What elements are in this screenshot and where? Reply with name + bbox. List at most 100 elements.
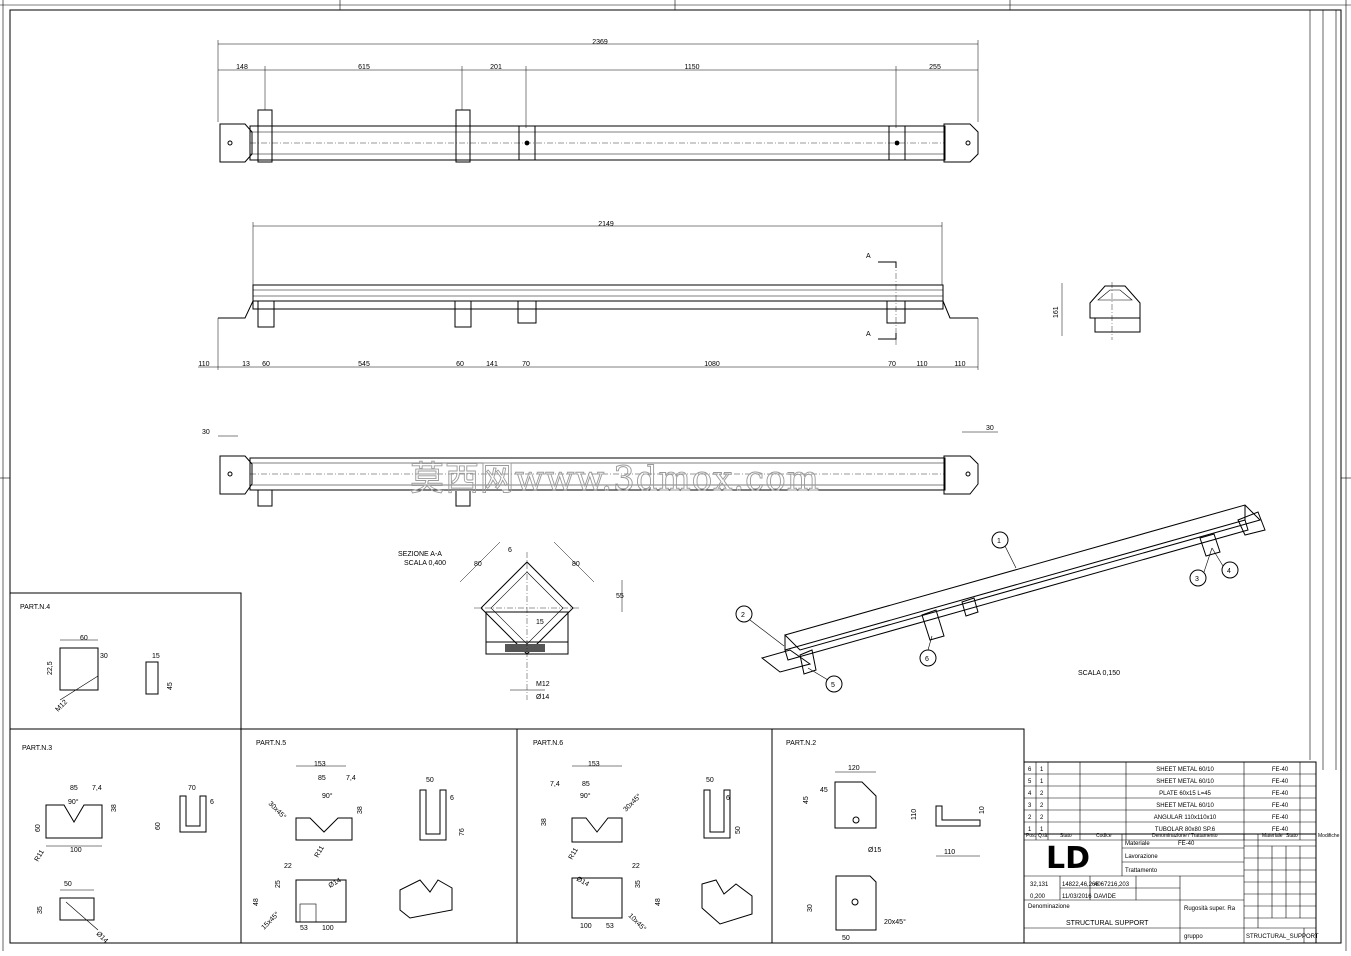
balloon-6: 6 [925, 656, 929, 663]
section-dim-7: Ø14 [536, 694, 549, 701]
front-dim-1: 110 [198, 361, 209, 368]
end-view-height: 161 [1053, 306, 1060, 318]
bom-qty: 1 [1040, 827, 1044, 833]
bom-desc: TUBOLAR 80x80 SP.6 [1155, 827, 1216, 833]
section-mark-top: A [866, 253, 871, 260]
part6-dim-14: 48 [655, 898, 662, 906]
isometric-view: 1 2 3 4 5 6 SCALA 0,150 [735, 504, 1266, 693]
balloon-1: 1 [997, 538, 1001, 545]
front-dim-8: 1080 [704, 361, 720, 368]
part4-dim-5: 15 [152, 653, 160, 660]
bom-qty: 1 [1040, 779, 1044, 785]
part3-dim-8: 70 [188, 785, 196, 792]
bottom-dim-left: 30 [202, 429, 210, 436]
end-view: 161 [1053, 282, 1141, 340]
part2-dim-10: 50 [842, 935, 850, 942]
part6-dim-15: 10x45° [627, 912, 648, 933]
section-dim-5: 15 [536, 619, 544, 626]
peso-value: 32,131 [1030, 882, 1049, 888]
material-label: Materiale [1125, 841, 1150, 847]
part4-dim-3: 22,5 [47, 661, 54, 675]
part5-dim-16: 53 [300, 925, 308, 932]
top-dim-1: 148 [236, 64, 248, 71]
part5-dim-17: 100 [322, 925, 334, 932]
bom-qty: 1 [1040, 767, 1044, 773]
bom-material: FE-40 [1272, 815, 1289, 821]
bom-pos: 6 [1028, 767, 1032, 773]
bom-pos: 1 [1028, 827, 1032, 833]
part3-dim-10: 60 [155, 822, 162, 830]
part3-dim-9: 6 [210, 799, 214, 806]
part6-dim-11: 22 [632, 863, 640, 870]
part6-dim-9: 6 [726, 795, 730, 802]
parts-row [9, 728, 1025, 944]
bom-qty: 2 [1040, 791, 1044, 797]
bom-desc: SHEET METAL 60/10 [1156, 803, 1214, 809]
gruppo-label: gruppo [1184, 934, 1203, 940]
part6-dim-8: 50 [706, 777, 714, 784]
codice-value: STRUCTURAL_SUPPORT [1246, 934, 1319, 940]
part2-dim-5: 10 [979, 806, 986, 814]
top-view: 2369 148 615 201 1150 255 [217, 39, 979, 163]
top-dim-3: 201 [490, 64, 502, 71]
bom-table [1023, 761, 1317, 841]
data-value: 11/03/2016 [1062, 894, 1092, 900]
section-a-a: SEZIONE A-A SCALA 0,400 80 6 80 55 15 M1… [398, 541, 624, 701]
part6-dim-5: 90° [580, 792, 591, 800]
lavorazione-label: Lavorazione [1125, 854, 1158, 860]
ld-logo: LD [1046, 841, 1090, 876]
part-2-panel: PART.N.2 120 45 45 Ø15 110 10 110 30 20x… [786, 740, 986, 942]
bom-desc: SHEET METAL 60/10 [1156, 767, 1214, 773]
front-dim-6: 141 [486, 361, 498, 368]
part6-dim-3: 85 [582, 781, 590, 788]
bom-header-cell: Stato [1286, 833, 1298, 839]
part3-dim-1: 85 [70, 785, 78, 792]
part4-title: PART.N.4 [20, 604, 50, 611]
bom-material: FE-40 [1272, 791, 1289, 797]
part5-dim-10: 76 [459, 828, 466, 836]
part4-dim-4: M12 [54, 699, 69, 714]
front-dim-11: 110 [954, 361, 965, 368]
part5-dim-5: 90° [322, 792, 333, 800]
bom-qty: 2 [1040, 815, 1044, 821]
bom-header-cell: Stato [1060, 833, 1072, 839]
part5-dim-1: 153 [314, 761, 326, 768]
front-dim-7: 70 [522, 361, 530, 368]
part2-dim-1: 120 [848, 765, 860, 772]
balloon-2: 2 [741, 612, 745, 619]
part3-dim-3: 90° [68, 798, 79, 806]
bottom-view: 30 30 [202, 425, 998, 507]
part6-dim-4: 30x45° [622, 792, 643, 813]
part6-title: PART.N.6 [533, 740, 563, 747]
front-dim-2: 13 [242, 361, 250, 368]
tolerance-grid [1244, 834, 1316, 928]
bom-material: FE-40 [1272, 767, 1289, 773]
part3-dim-7: 100 [70, 847, 82, 854]
front-view: 2149 A A 110 13 60 545 60 141 70 1080 70… [198, 221, 979, 370]
part3-dim-6: R11 [34, 849, 46, 863]
front-dim-10: 110 [916, 361, 927, 368]
balloon-5: 5 [831, 682, 835, 689]
part3-dim-5: 60 [35, 824, 42, 832]
denominazione-label: Denominazione [1028, 904, 1070, 910]
bom-material: FE-40 [1272, 779, 1289, 785]
bom-material: FE-40 [1272, 803, 1289, 809]
part6-dim-2: 7,4 [550, 781, 560, 788]
bom-header-cell: Pos. [1026, 833, 1036, 839]
part2-dim-2: 45 [803, 796, 810, 804]
bottom-dim-right: 30 [986, 425, 994, 432]
part3-dim-11: 50 [64, 881, 72, 888]
logo-text: LD [1046, 841, 1090, 876]
part2-title: PART.N.2 [786, 740, 816, 747]
section-dim-2: 6 [508, 547, 512, 554]
part5-dim-12: 25 [275, 880, 282, 888]
part6-dim-6: 38 [541, 818, 548, 826]
part5-dim-14: 48 [253, 898, 260, 906]
trattamento-label: Trattamento [1125, 868, 1158, 874]
superficie-value: 14822,46,266 [1062, 882, 1099, 888]
part4-dim-2: 30 [100, 653, 108, 660]
bom-pos: 5 [1028, 779, 1032, 785]
part5-dim-3: 7,4 [346, 775, 356, 782]
